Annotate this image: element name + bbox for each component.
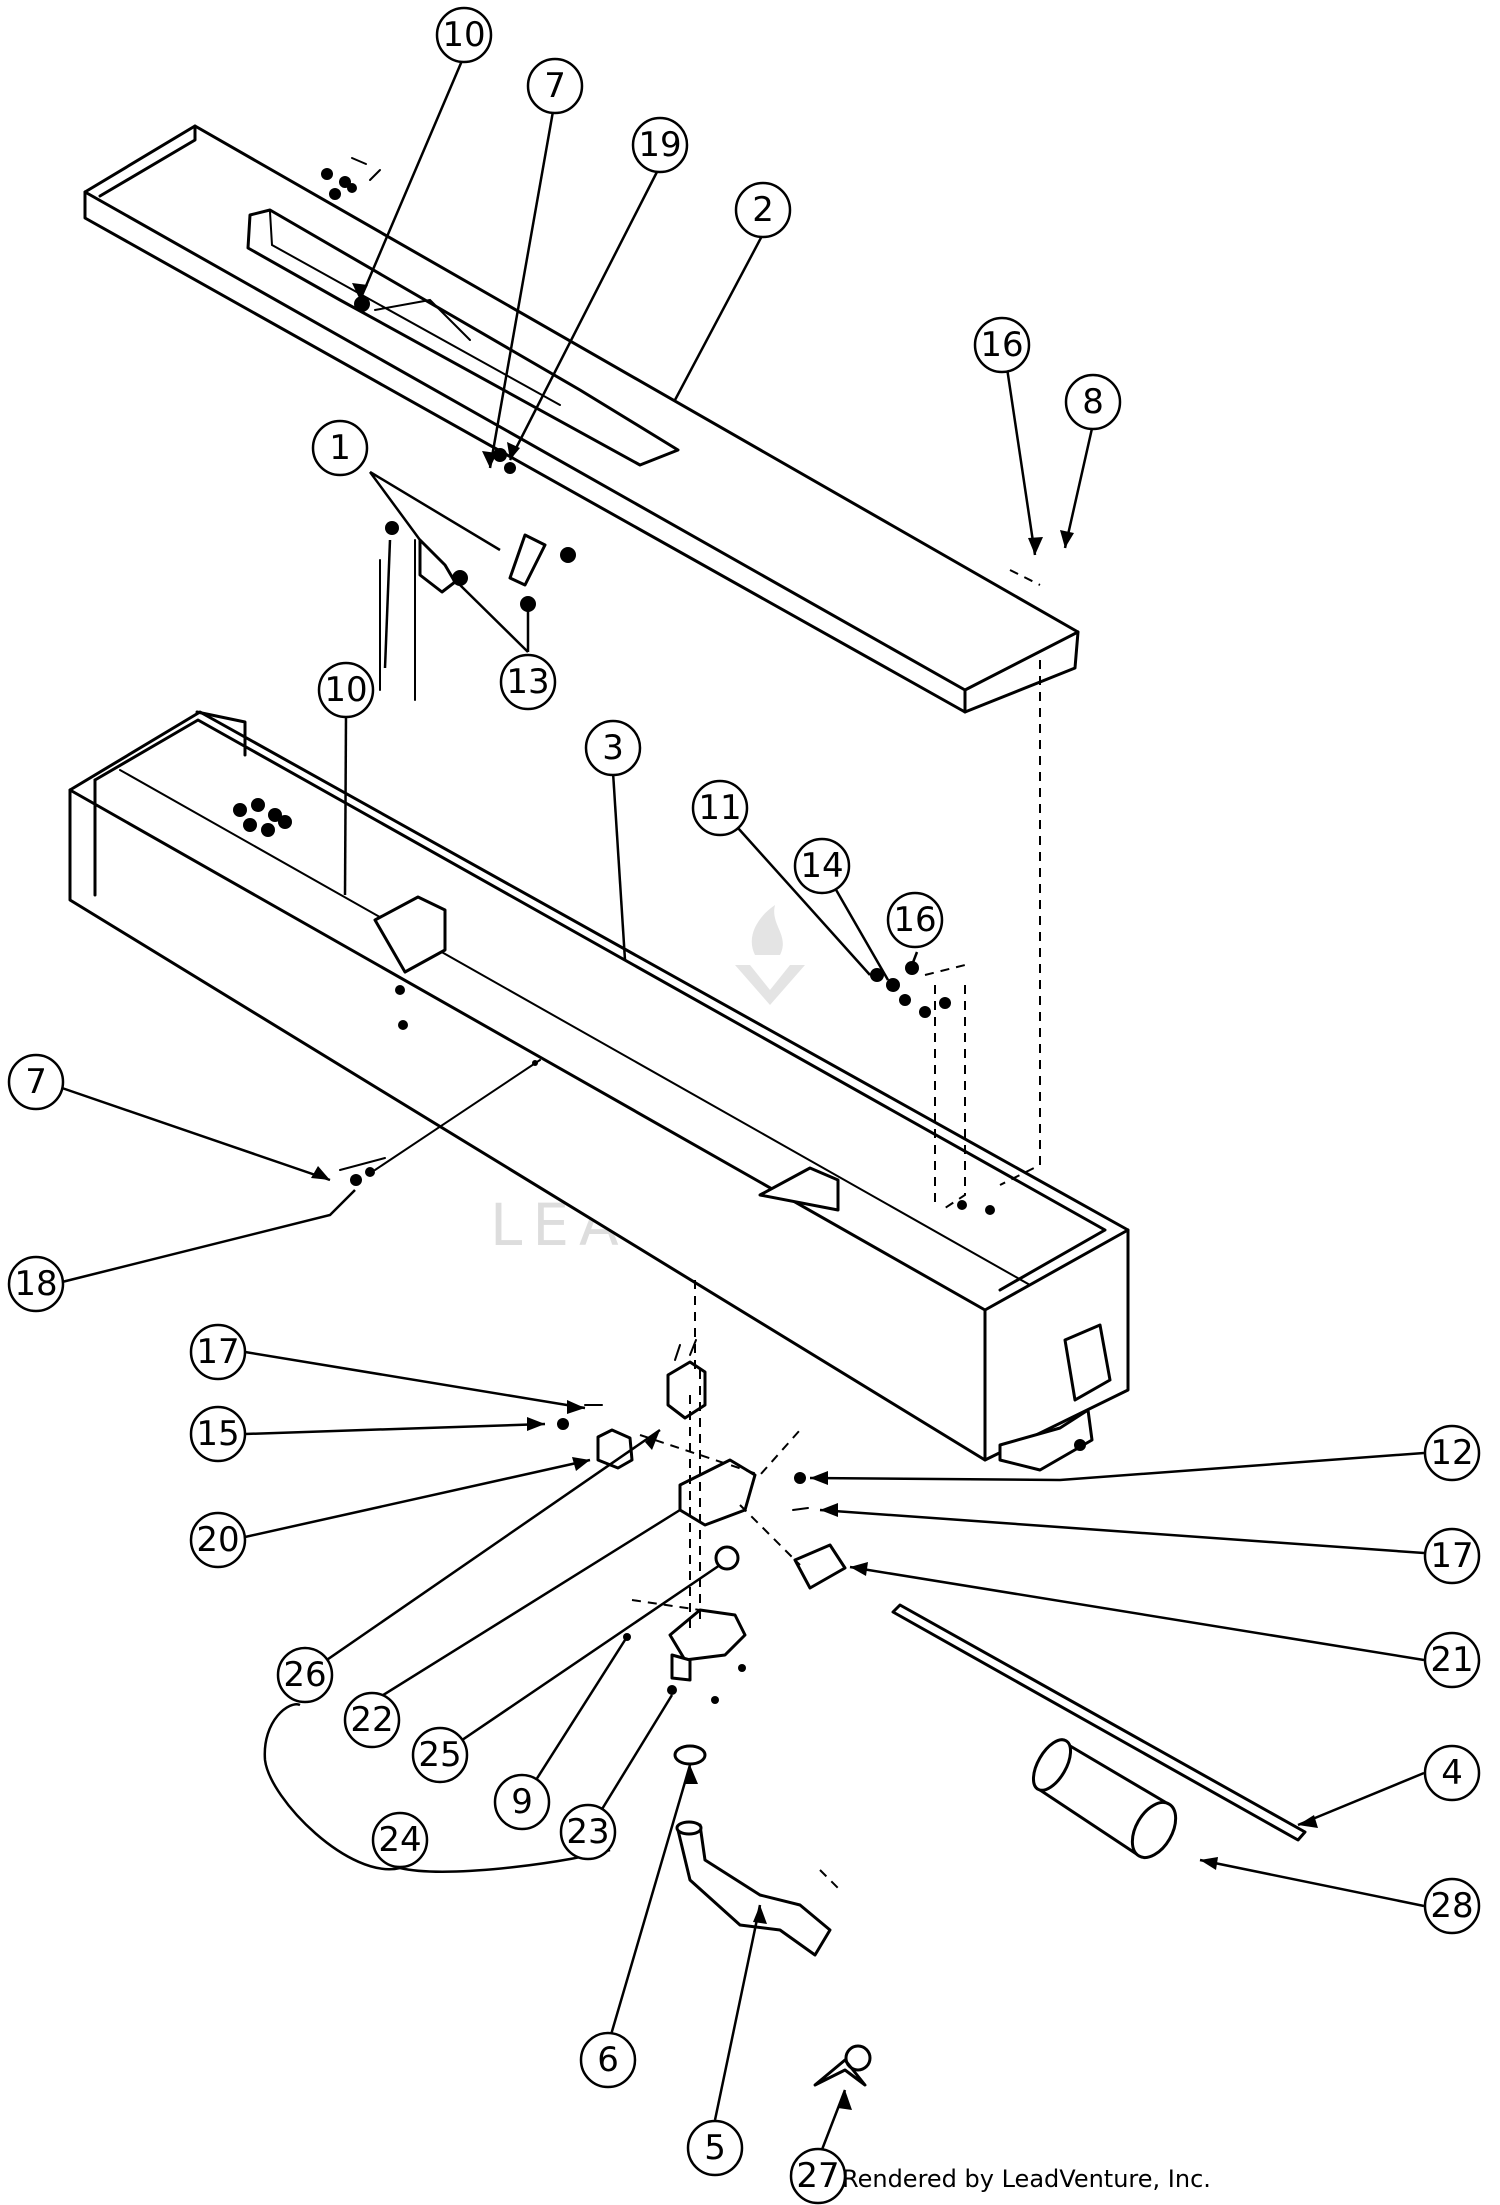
svg-text:19: 19: [638, 125, 681, 165]
svg-text:18: 18: [14, 1264, 57, 1304]
svg-text:7: 7: [25, 1062, 47, 1102]
callout-17: 17: [1423, 1527, 1481, 1585]
callout-8: 8: [1064, 373, 1122, 431]
callout-10: 10: [317, 661, 375, 719]
svg-text:12: 12: [1430, 1433, 1473, 1473]
part-6-ring: [673, 1744, 707, 1766]
callout-6: 6: [579, 2031, 637, 2089]
part-28-cylinder: [1031, 1738, 1178, 1859]
svg-text:14: 14: [800, 846, 843, 886]
box-right-fasteners: [870, 961, 951, 1018]
callout-21: 21: [1423, 1631, 1481, 1689]
svg-text:27: 27: [796, 2156, 839, 2196]
callout-13: 13: [499, 653, 557, 711]
svg-text:13: 13: [506, 662, 549, 702]
callout-1: 1: [311, 419, 369, 477]
callouts: 10 7 19 2 16 8 1 13 10 3 11 14 16 7 18 1…: [7, 6, 1481, 2205]
hinge-assembly: [557, 1339, 847, 1704]
svg-text:22: 22: [350, 1700, 393, 1740]
svg-text:8: 8: [1082, 382, 1104, 422]
svg-text:11: 11: [698, 788, 741, 828]
svg-text:10: 10: [442, 15, 485, 55]
alignment-lines: [694, 569, 1041, 1891]
callout-16: 16: [973, 316, 1031, 374]
svg-text:25: 25: [418, 1735, 461, 1775]
callout-22: 22: [343, 1691, 401, 1749]
part-3-main-box: [68, 710, 1130, 1472]
callout-4: 4: [1423, 1744, 1481, 1802]
callout-10: 10: [435, 6, 493, 64]
callout-15: 15: [189, 1405, 247, 1463]
callout-11: 11: [691, 779, 749, 837]
svg-text:16: 16: [893, 900, 936, 940]
callout-2: 2: [734, 181, 792, 239]
callout-9: 9: [493, 1773, 551, 1831]
svg-text:20: 20: [196, 1520, 239, 1560]
svg-text:5: 5: [704, 2128, 726, 2168]
svg-text:21: 21: [1430, 1640, 1473, 1680]
part-5-handle-tube: [675, 1820, 832, 1957]
svg-text:17: 17: [196, 1332, 239, 1372]
svg-text:6: 6: [597, 2040, 619, 2080]
svg-text:9: 9: [511, 1782, 533, 1822]
svg-text:26: 26: [283, 1655, 326, 1695]
part-1-hinge-brackets: [379, 521, 576, 701]
part-4-bar: [891, 1603, 1307, 1842]
leader-lines: [61, 55, 1425, 2161]
callout-3: 3: [584, 719, 642, 777]
callout-14: 14: [793, 837, 851, 895]
svg-text:23: 23: [566, 1812, 609, 1852]
svg-text:28: 28: [1430, 1886, 1473, 1926]
callout-7: 7: [7, 1053, 65, 1111]
callout-17: 17: [189, 1323, 247, 1381]
svg-text:16: 16: [980, 325, 1023, 365]
rendered-by-credit: Rendered by LeadVenture, Inc.: [842, 2165, 1211, 2193]
callout-27: 27: [789, 2147, 847, 2205]
callout-19: 19: [631, 116, 689, 174]
part-27-clip: [813, 2044, 872, 2087]
svg-text:15: 15: [196, 1414, 239, 1454]
callout-26: 26: [276, 1646, 334, 1704]
callout-25: 25: [411, 1726, 469, 1784]
svg-text:7: 7: [544, 66, 566, 106]
callout-7: 7: [526, 57, 584, 115]
svg-text:1: 1: [329, 428, 351, 468]
loose-fasteners-top: [321, 157, 381, 200]
svg-text:2: 2: [752, 190, 774, 230]
callout-16: 16: [886, 891, 944, 949]
part-18-latch-rod: [339, 1059, 541, 1186]
callout-12: 12: [1423, 1424, 1481, 1482]
callout-24: 24: [371, 1811, 429, 1869]
part-2-top-cover: [83, 124, 1080, 714]
svg-text:4: 4: [1441, 1753, 1463, 1793]
svg-text:10: 10: [324, 670, 367, 710]
callout-5: 5: [686, 2119, 744, 2177]
svg-text:24: 24: [378, 1820, 421, 1860]
callout-20: 20: [189, 1511, 247, 1569]
svg-text:3: 3: [602, 728, 624, 768]
callout-18: 18: [7, 1255, 65, 1313]
callout-23: 23: [559, 1803, 617, 1861]
callout-28: 28: [1423, 1877, 1481, 1935]
svg-text:17: 17: [1430, 1536, 1473, 1576]
